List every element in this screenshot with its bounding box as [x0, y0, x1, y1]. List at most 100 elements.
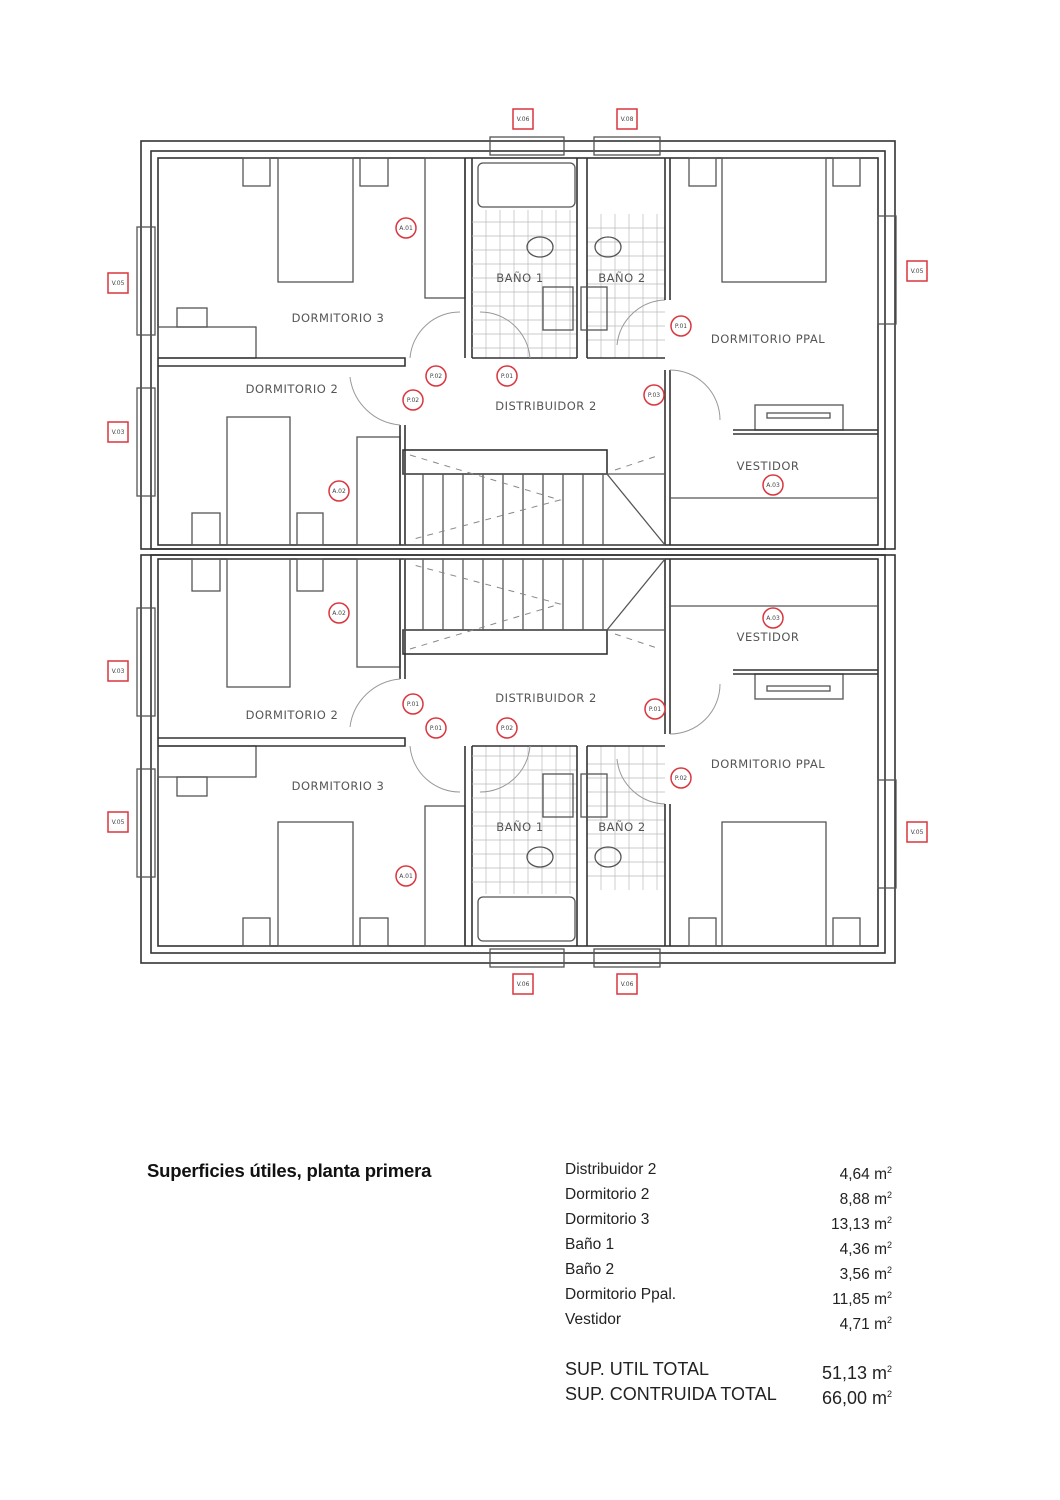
element-marker: A.02	[328, 480, 350, 502]
element-marker: P.02	[670, 767, 692, 789]
area-value: 4,36 m2	[839, 1240, 892, 1259]
area-value: 13,13 m2	[830, 1215, 892, 1234]
room-label-dormitorio-ppal: DORMITORIO PPAL	[711, 332, 825, 346]
room-label-dormitorio-2: DORMITORIO 2	[246, 382, 339, 396]
element-marker-label: P.01	[407, 701, 419, 708]
area-label: Baño 2	[565, 1261, 615, 1278]
element-marker-label: A.02	[332, 488, 346, 495]
room-label-vestidor: VESTIDOR	[737, 630, 800, 644]
window-tag: V.05	[107, 811, 129, 833]
area-row: Dormitorio 3 13,13 m2	[565, 1209, 892, 1234]
window-tag-label: V.06	[517, 981, 530, 988]
room-label-dormitorio-3: DORMITORIO 3	[292, 311, 385, 325]
element-marker-label: P.01	[675, 323, 687, 330]
element-marker: P.02	[496, 717, 518, 739]
area-label: Dormitorio 2	[565, 1186, 650, 1203]
room-label-distribuidor: DISTRIBUIDOR 2	[495, 691, 597, 705]
window-tag: V.06	[512, 973, 534, 995]
window-tag-label: V.05	[112, 819, 125, 826]
total-row: SUP. UTIL TOTAL 51,13 m2	[565, 1358, 892, 1383]
area-table: Distribuidor 2 4,64 m2 Dormitorio 2 8,88 m2…	[565, 1159, 892, 1408]
unit-exponent: 2	[886, 1240, 892, 1250]
area-row: Baño 1 4,36 m2	[565, 1234, 892, 1259]
unit-exponent: 2	[886, 1265, 892, 1275]
element-marker: A.03	[762, 607, 784, 629]
element-marker: P.03	[643, 384, 665, 406]
window-tag: V.06	[616, 973, 638, 995]
area-row: Distribuidor 2 4,64 m2	[565, 1159, 892, 1184]
window-tag: V.03	[107, 421, 129, 443]
window-tag-label: V.05	[911, 829, 924, 836]
element-marker-label: A.03	[766, 615, 780, 622]
area-label: Distribuidor 2	[565, 1161, 657, 1178]
area-label: SUP. UTIL TOTAL	[565, 1359, 710, 1379]
element-marker-label: P.01	[430, 725, 442, 732]
element-marker: A.02	[328, 602, 350, 624]
area-row: Baño 2 3,56 m2	[565, 1259, 892, 1284]
element-marker: P.01	[496, 365, 518, 387]
element-marker-label: P.01	[649, 706, 661, 713]
area-value: 4,64 m2	[839, 1165, 892, 1184]
area-value: 51,13 m2	[821, 1363, 892, 1383]
area-row: Dormitorio Ppal. 11,85 m2	[565, 1284, 892, 1309]
unit-exponent: 2	[886, 1215, 892, 1225]
element-marker-label: P.02	[501, 725, 513, 732]
unit-exponent: 2	[886, 1290, 892, 1300]
room-label-bano-1: BAÑO 1	[496, 270, 543, 285]
area-value: 8,88 m2	[839, 1190, 892, 1209]
room-label-bano-2: BAÑO 2	[598, 270, 645, 285]
total-row: SUP. CONTRUIDA TOTAL 66,00 m2	[565, 1383, 892, 1408]
room-label-bano-1: BAÑO 1	[496, 819, 543, 834]
area-label: Vestidor	[565, 1311, 622, 1328]
unit-exponent: 2	[886, 1165, 892, 1175]
element-marker: P.02	[425, 365, 447, 387]
area-value: 11,85 m2	[832, 1290, 892, 1309]
window-tag: V.08	[616, 108, 638, 130]
room-label-dormitorio-ppal: DORMITORIO PPAL	[711, 757, 825, 771]
element-marker: A.01	[395, 865, 417, 887]
element-marker-label: P.02	[675, 775, 687, 782]
room-label-distribuidor: DISTRIBUIDOR 2	[495, 399, 597, 413]
element-marker: P.01	[402, 693, 424, 715]
room-label-vestidor: VESTIDOR	[737, 459, 800, 473]
element-marker: P.01	[670, 315, 692, 337]
window-tag-label: V.08	[621, 116, 634, 123]
element-marker: P.01	[425, 717, 447, 739]
area-row: Vestidor 4,71 m2	[565, 1309, 892, 1334]
unit-exponent: 2	[886, 1190, 892, 1200]
room-label-dormitorio-2: DORMITORIO 2	[246, 708, 339, 722]
floor-plan-unit-top: DORMITORIO 3 DORMITORIO 2 BAÑO 1 BAÑO 2 …	[136, 136, 897, 550]
area-row: Dormitorio 2 8,88 m2	[565, 1184, 892, 1209]
unit-exponent: 2	[886, 1315, 892, 1325]
area-label: Baño 1	[565, 1236, 615, 1253]
element-marker-label: A.01	[399, 225, 413, 232]
element-marker: P.01	[644, 698, 666, 720]
window-tag-label: V.03	[112, 668, 125, 675]
area-value: 66,00 m2	[821, 1388, 892, 1408]
room-label-dormitorio-3: DORMITORIO 3	[292, 779, 385, 793]
area-label: SUP. CONTRUIDA TOTAL	[565, 1384, 777, 1404]
area-label: Dormitorio 3	[565, 1211, 650, 1228]
element-marker-label: A.02	[332, 610, 346, 617]
element-marker: A.01	[395, 217, 417, 239]
floor-plan: DORMITORIO 3 DORMITORIO 2 BAÑO 1 BAÑO 2 …	[107, 108, 928, 995]
area-value: 3,56 m2	[839, 1265, 892, 1284]
floor-plan-unit-bottom: DORMITORIO 3 DORMITORIO 2 BAÑO 1 BAÑO 2 …	[136, 554, 897, 968]
element-marker: P.02	[402, 389, 424, 411]
window-tag-label: V.06	[517, 116, 530, 123]
window-tag-label: V.05	[911, 268, 924, 275]
element-marker-label: A.01	[399, 873, 413, 880]
area-value: 4,71 m2	[839, 1315, 892, 1334]
unit-exponent: 2	[886, 1364, 892, 1374]
element-marker-label: P.02	[407, 397, 419, 404]
area-label: Dormitorio Ppal.	[565, 1286, 677, 1303]
summary-title: Superficies útiles, planta primera	[147, 1160, 432, 1181]
element-marker-label: P.03	[648, 392, 660, 399]
window-tag: V.05	[906, 260, 928, 282]
window-tag-label: V.06	[621, 981, 634, 988]
window-tag: V.05	[107, 272, 129, 294]
window-tag: V.06	[512, 108, 534, 130]
window-tag: V.03	[107, 660, 129, 682]
element-marker-label: P.02	[430, 373, 442, 380]
